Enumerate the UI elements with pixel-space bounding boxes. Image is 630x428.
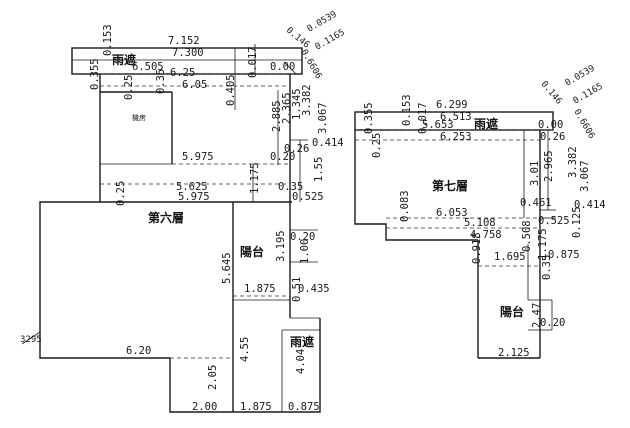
dim-label: 0.355 xyxy=(363,102,375,134)
dim-label: 0.875 xyxy=(288,401,320,413)
dim-label: 0.153 xyxy=(102,24,114,56)
dim-label: 0.414 xyxy=(574,199,606,211)
sixth-floor-title: 第六層 xyxy=(148,210,184,225)
dim-label: 3.067 xyxy=(317,102,329,134)
dim-label: 7.300 xyxy=(172,47,204,59)
dim-label: 5.975 xyxy=(178,191,210,203)
dim-label: 0.20 xyxy=(540,317,565,329)
dim-label: 5.625 xyxy=(176,181,208,193)
dim-label: 0.0539 xyxy=(306,10,339,35)
dim-label: 2.365 xyxy=(281,92,293,124)
dim-label: 4.55 xyxy=(239,337,251,362)
dim-label: 1.695 xyxy=(494,251,526,263)
dim-label: 5.975 xyxy=(182,151,214,163)
dim-label: 0.00 xyxy=(538,119,563,131)
dim-label: 6.20 xyxy=(126,345,151,357)
dim-label: 0.26 xyxy=(284,143,309,155)
seventh-floor-title: 第七層 xyxy=(432,178,468,193)
dim-label: 0.20 xyxy=(270,151,295,163)
dim-label: 0.405 xyxy=(225,74,237,106)
dim-label: 1.175 xyxy=(537,228,549,260)
dim-label: 0.20 xyxy=(290,231,315,243)
dim-label: 1.00 xyxy=(299,239,311,264)
dim-label: 0.017 xyxy=(417,102,429,134)
machine-room-label: 機房 xyxy=(132,113,146,122)
dim-label: 5.645 xyxy=(221,252,233,284)
dim-label: 3.195 xyxy=(275,230,287,262)
dim-label: 0.35 xyxy=(541,255,553,280)
dim-label: 1.55 xyxy=(313,157,325,182)
dim-label: 6.513 xyxy=(440,111,472,123)
dim-label: 0.00 xyxy=(270,61,295,73)
dim-label: 0.918 xyxy=(471,232,483,264)
dim-label: 0.508 xyxy=(521,220,533,252)
rain-shelter-seventh-label: 雨遮 xyxy=(474,116,498,131)
dim-label: 2.47 xyxy=(531,303,543,328)
dim-label: 6.05 xyxy=(182,79,207,91)
dim-label: 5.653 xyxy=(422,119,454,131)
dim-label: 1.345 xyxy=(291,88,303,120)
rain-shelter-bottom-label: 雨遮 xyxy=(290,334,314,349)
dim-label: 6.299 xyxy=(436,99,468,111)
dim-label: 0.875 xyxy=(548,249,580,261)
dim-label: 6.25 xyxy=(170,67,195,79)
dim-label: 3.382 xyxy=(301,84,313,116)
dim-label: 0.25 xyxy=(115,181,127,206)
dim-label: 0.146 xyxy=(539,79,564,106)
dim-label: 0.414 xyxy=(312,137,344,149)
dim-label: 3.067 xyxy=(579,160,591,192)
dim-label: 0.25 xyxy=(371,133,383,158)
balcony-label-sixth: 陽台 xyxy=(240,244,264,259)
rain-shelter-top-label: 雨遮 xyxy=(112,52,136,67)
dim-label: 2.885 xyxy=(271,100,283,132)
dim-label: 6.053 xyxy=(436,207,468,219)
dim-label: 0.125 xyxy=(571,206,583,238)
dim-label: 0.0539 xyxy=(564,64,597,89)
dim-label: 3.382 xyxy=(567,146,579,178)
dim-label: 0.355 xyxy=(89,58,101,90)
seventh-floor-drawing xyxy=(354,111,556,359)
sixth-floor-drawing xyxy=(21,44,321,413)
dim-label: 0.017 xyxy=(247,46,259,78)
dim-label: 5.108 xyxy=(464,217,496,229)
dim-label: 6.253 xyxy=(440,131,472,143)
sixth-floor-marker: 3295 xyxy=(20,335,42,345)
dim-label: 1.175 xyxy=(249,162,261,194)
dim-label: 0.525 xyxy=(292,191,324,203)
dim-label: 0.51 xyxy=(291,277,303,302)
dim-label: 6.505 xyxy=(132,61,164,73)
dim-label: 0.435 xyxy=(298,283,330,295)
dim-label: 2.05 xyxy=(207,365,219,390)
dim-label: 4.04 xyxy=(295,349,307,374)
dim-label: 0.35 xyxy=(278,181,303,193)
dim-label: 0.461 xyxy=(520,197,552,209)
dim-label: 0.525 xyxy=(538,215,570,227)
dim-label: 0.6606 xyxy=(571,108,596,141)
dim-label: 1.875 xyxy=(240,401,272,413)
dim-label: 0.26 xyxy=(540,131,565,143)
dim-label: 0.1165 xyxy=(572,82,605,107)
dim-label: 2.00 xyxy=(192,401,217,413)
dim-label: 0.153 xyxy=(401,94,413,126)
dim-label: 1.875 xyxy=(244,283,276,295)
dim-label: 0.35 xyxy=(155,69,167,94)
dim-label: 0.1165 xyxy=(314,28,347,53)
dim-label: 0.25 xyxy=(123,75,135,100)
dim-label: 4.758 xyxy=(470,229,502,241)
dim-label: 2.125 xyxy=(498,347,530,359)
dim-label: 7.152 xyxy=(168,35,200,47)
dim-label: 0.083 xyxy=(399,190,411,222)
dim-label: 2.965 xyxy=(543,150,555,182)
dim-label: 3.01 xyxy=(529,161,541,186)
balcony-label-seventh: 陽台 xyxy=(500,304,524,319)
